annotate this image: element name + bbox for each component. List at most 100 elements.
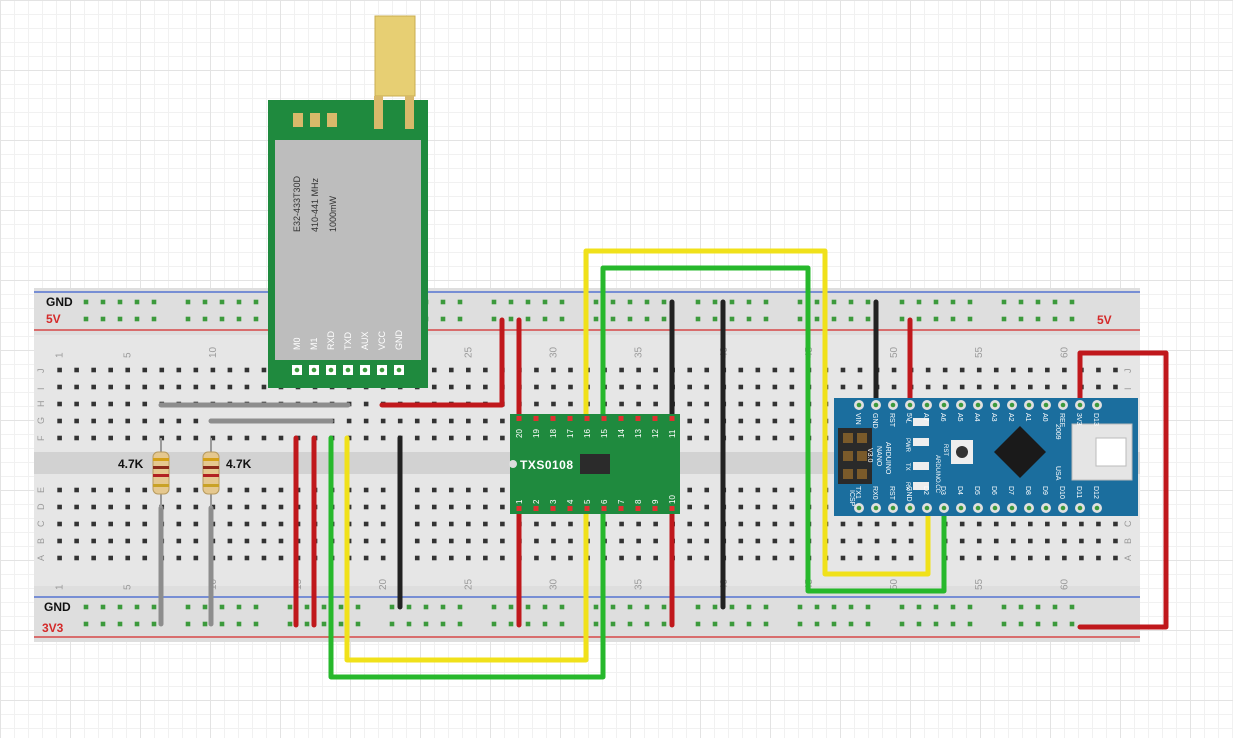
rail-hole: [151, 604, 157, 610]
nano-bottom-pin-label: D7: [1007, 486, 1014, 495]
rail-hole: [899, 316, 905, 322]
breadboard-hole: [568, 555, 573, 561]
breadboard-hole: [687, 538, 693, 544]
breadboard-hole: [653, 367, 658, 373]
column-number: 25: [463, 346, 474, 358]
resistor-1[interactable]: 4.7K: [118, 438, 170, 508]
rail-label-5v-top: 5V: [46, 312, 61, 326]
row-letter: F: [36, 435, 46, 441]
shifter-top-pin-label: 11: [668, 429, 677, 438]
breadboard-hole: [738, 367, 744, 373]
wire-yellow-top[interactable]: [583, 248, 931, 577]
breadboard-hole: [993, 384, 999, 390]
breadboard-hole: [125, 555, 131, 561]
breadboard-hole: [74, 384, 79, 390]
rail-hole: [287, 604, 293, 610]
wire-red-vcc-5v[interactable]: [379, 317, 505, 408]
rail-hole: [848, 299, 854, 305]
breadboard-hole: [1096, 538, 1101, 544]
breadboard-hole: [346, 418, 352, 424]
rail-hole: [542, 621, 548, 627]
breadboard-hole: [431, 418, 437, 424]
breadboard-hole: [1062, 521, 1067, 527]
rail-hole: [559, 299, 565, 305]
rail-hole: [117, 604, 123, 610]
shifter-bottom-pin: [669, 506, 675, 511]
breadboard-hole: [74, 367, 79, 373]
breadboard-hole: [448, 555, 454, 561]
rail-hole: [831, 316, 837, 322]
shifter-bottom-pin-label: 3: [549, 499, 558, 504]
breadboard-hole: [687, 367, 693, 373]
wire-green-top[interactable]: [600, 265, 947, 594]
breadboard-hole: [993, 538, 999, 544]
wire-green-bottom[interactable]: [328, 435, 606, 680]
breadboard-hole: [500, 487, 505, 493]
breadboard-hole: [380, 521, 386, 527]
breadboard-hole: [959, 367, 965, 373]
rail-hole: [763, 604, 769, 610]
rail-hole: [865, 604, 871, 610]
rail-hole: [440, 621, 446, 627]
breadboard-hole: [431, 521, 437, 527]
rail-hole: [355, 604, 361, 610]
resistor-2-band-1: [203, 458, 219, 461]
breadboard-hole: [687, 521, 693, 527]
breadboard-hole: [261, 367, 267, 373]
nano-bottom-pin-hole: [1094, 505, 1100, 511]
nano-bottom-pin-hole: [1009, 505, 1015, 511]
breadboard-hole: [500, 435, 505, 441]
column-number: 15: [293, 578, 304, 590]
microcontroller-chip: [994, 426, 1046, 478]
rail-hole: [525, 621, 531, 627]
nano-top-pin-label: A6: [939, 413, 946, 422]
breadboard-hole: [193, 418, 199, 424]
nano-top-pin-hole: [1043, 402, 1049, 408]
wire-red-nano-3v3[interactable]: [1077, 350, 1169, 630]
breadboard-hole: [1096, 367, 1101, 373]
resistor-2[interactable]: 4.7K: [202, 438, 252, 508]
shifter-top-pin-label: 18: [549, 429, 558, 438]
breadboard-hole: [431, 487, 437, 493]
breadboard-hole: [227, 435, 233, 441]
rail-hole: [508, 299, 514, 305]
breadboard-hole: [687, 504, 693, 510]
breadboard-hole: [244, 555, 250, 561]
rail-hole: [338, 604, 344, 610]
nano-country-label: USA: [1054, 466, 1061, 481]
rail-hole: [848, 604, 854, 610]
nano-top-pin-label: 5V: [905, 413, 912, 422]
breadboard-hole: [57, 435, 62, 441]
breadboard-hole: [108, 555, 113, 561]
rail-hole: [1069, 299, 1075, 305]
column-number: 30: [548, 578, 559, 590]
rail-hole: [83, 621, 89, 627]
breadboard-hole: [363, 504, 369, 510]
breadboard-hole: [380, 555, 386, 561]
rail-hole: [236, 316, 242, 322]
rail-hole: [712, 604, 718, 610]
shifter-top-pin-label: 17: [566, 429, 575, 438]
rail-hole: [100, 621, 106, 627]
rail-hole: [117, 621, 123, 627]
breadboard-hole: [210, 367, 216, 373]
breadboard-hole: [91, 555, 96, 561]
breadboard-hole: [261, 487, 267, 493]
wire-yellow-bottom[interactable]: [344, 435, 589, 663]
row-letter: I: [36, 387, 46, 390]
nano-bottom-pin-hole: [1043, 505, 1049, 511]
breadboard-hole: [193, 521, 199, 527]
rail-hole: [661, 299, 667, 305]
breadboard-hole: [772, 538, 778, 544]
breadboard-hole: [1028, 555, 1033, 561]
breadboard-hole: [1079, 555, 1084, 561]
rail-hole: [542, 604, 548, 610]
rail-hole: [865, 316, 871, 322]
breadboard-hole: [227, 521, 233, 527]
rail-hole: [712, 621, 718, 627]
breadboard-hole: [840, 384, 846, 390]
nano-year-label: 2009: [1054, 424, 1061, 440]
